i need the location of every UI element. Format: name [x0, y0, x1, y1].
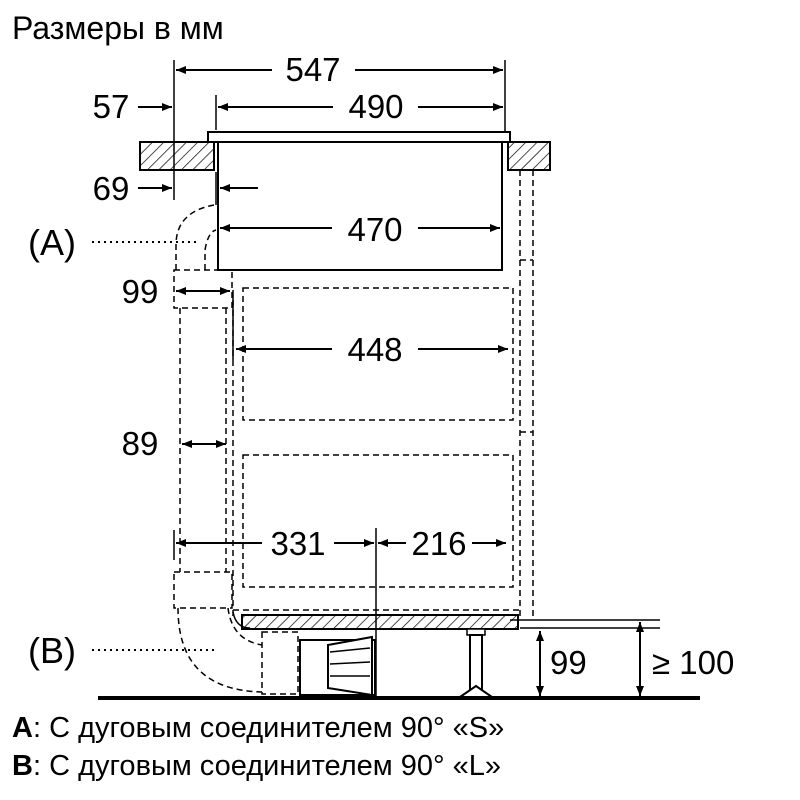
hob-body — [217, 141, 503, 271]
base-board — [241, 614, 519, 630]
dim-69: 69 — [93, 170, 130, 207]
legend-sep: : — [32, 712, 42, 744]
dim-331: 331 — [270, 525, 325, 562]
dim-448: 448 — [347, 331, 402, 368]
legend-text: С дуговым соединителем 90° «S» — [41, 712, 505, 744]
dim-490: 490 — [348, 88, 403, 125]
dim-57: 57 — [93, 88, 130, 125]
dim-99-left: 99 — [122, 273, 159, 310]
legend-key: A — [12, 712, 33, 744]
dim-470: 470 — [347, 211, 402, 248]
legend-item-a: A: С дуговым соединителем 90° «S» — [12, 710, 504, 746]
legend-sep: : — [32, 750, 42, 782]
legend-key: B — [12, 750, 33, 782]
dim-216: 216 — [411, 525, 466, 562]
page-title: Размеры в мм — [12, 10, 224, 46]
dim-min-100: ≥ 100 — [652, 644, 734, 681]
hob-glass — [207, 131, 511, 143]
dim-89: 89 — [122, 425, 159, 462]
legend-text: С дуговым соединителем 90° «L» — [41, 750, 502, 782]
worktop-left — [139, 141, 215, 171]
callout-b: (B) — [28, 630, 76, 671]
callout-leaders — [92, 241, 216, 651]
dimension-lines — [138, 66, 644, 696]
outlet-box — [299, 635, 376, 697]
cabinet-leg — [456, 628, 496, 698]
dim-99-right: 99 — [550, 644, 587, 681]
legend-item-b: B: С дуговым соединителем 90° «L» — [12, 748, 501, 784]
callout-a: (A) — [28, 222, 76, 263]
worktop-right — [507, 141, 551, 171]
extension-lines — [173, 60, 660, 700]
dim-547: 547 — [285, 51, 340, 88]
